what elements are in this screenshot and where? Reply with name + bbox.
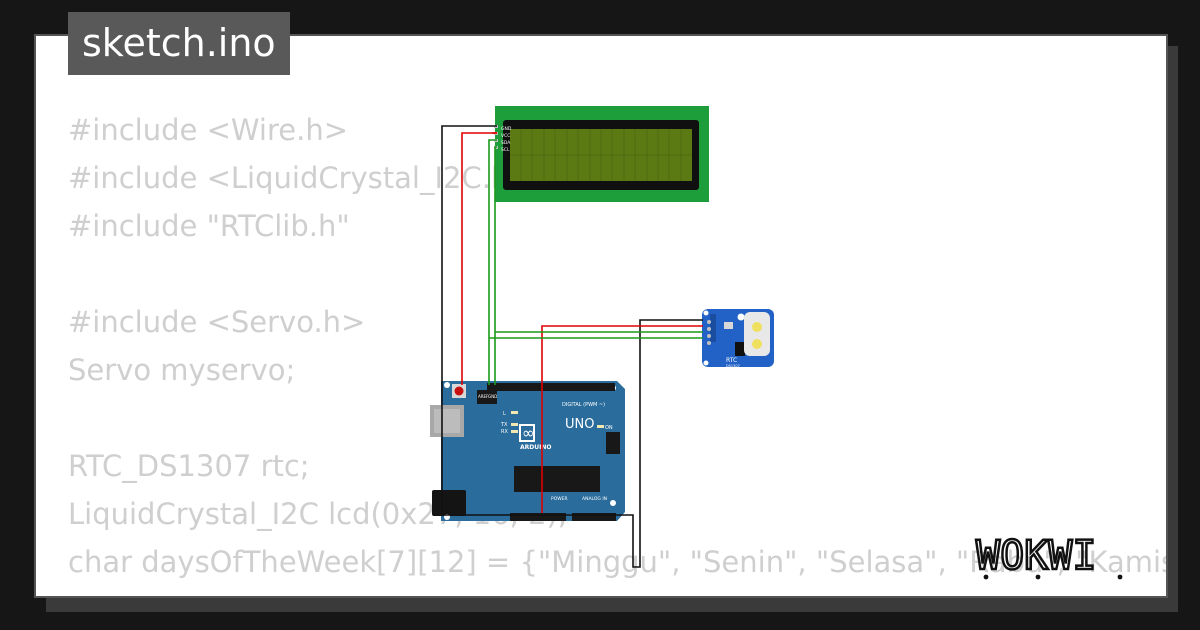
tx-label: TX <box>500 422 508 428</box>
code-line: #include <Wire.h> <box>68 113 349 147</box>
wires <box>441 125 703 568</box>
lcd-display[interactable]: GND VCC SDA SCL <box>494 106 709 202</box>
lcd-pin-sda: SDA <box>501 140 511 146</box>
code-line: RTC_DS1307 rtc; <box>68 449 310 483</box>
code-line: Servo myservo; <box>68 353 296 387</box>
code-editor-preview: #include <Wire.h> #include <LiquidCrystal… <box>68 106 1166 596</box>
wokwi-logo: WOKWI <box>975 532 1123 580</box>
code-line: #include <Servo.h> <box>68 305 366 339</box>
l-led-label: L <box>503 411 506 417</box>
arduino-model: UNO <box>565 417 594 432</box>
on-label: ON <box>605 425 613 431</box>
lcd-pin-gnd: GND <box>501 126 512 132</box>
rtc-sublabel: DS1307 <box>726 364 740 368</box>
code-line: char daysOfTheWeek[7][12] = {"Minggu", "… <box>68 545 1166 579</box>
code-line: void setup() { <box>68 586 1166 596</box>
rx-label: RX <box>501 429 508 435</box>
analog-label: ANALOG IN <box>582 496 607 502</box>
digital-label: DIGITAL (PWM ~) <box>562 402 605 408</box>
file-title: sketch.ino <box>68 12 290 75</box>
lcd-pin-scl: SCL <box>501 147 510 153</box>
rtc-label: RTC <box>726 357 737 364</box>
arduino-infinity-icon: ∞ <box>522 424 535 442</box>
arduino-logo-text: ARDUINO <box>520 444 551 451</box>
power-label: POWER <box>551 496 568 502</box>
gnd-label: GND <box>488 394 497 399</box>
code-line: #include <LiquidCrystal_I2C.h> <box>68 161 534 195</box>
code-line: #include "RTClib.h" <box>68 209 350 243</box>
wokwi-logo-text: WOKWI <box>976 533 1096 579</box>
lcd-pin-vcc: VCC <box>501 133 510 139</box>
rtc-module[interactable]: RTC DS1307 <box>702 309 774 368</box>
aref-label: AREF <box>478 394 489 399</box>
arduino-uno-board[interactable]: ∞ UNO ARDUINO DIGITAL (PWM ~) POWER ANAL… <box>430 381 625 521</box>
